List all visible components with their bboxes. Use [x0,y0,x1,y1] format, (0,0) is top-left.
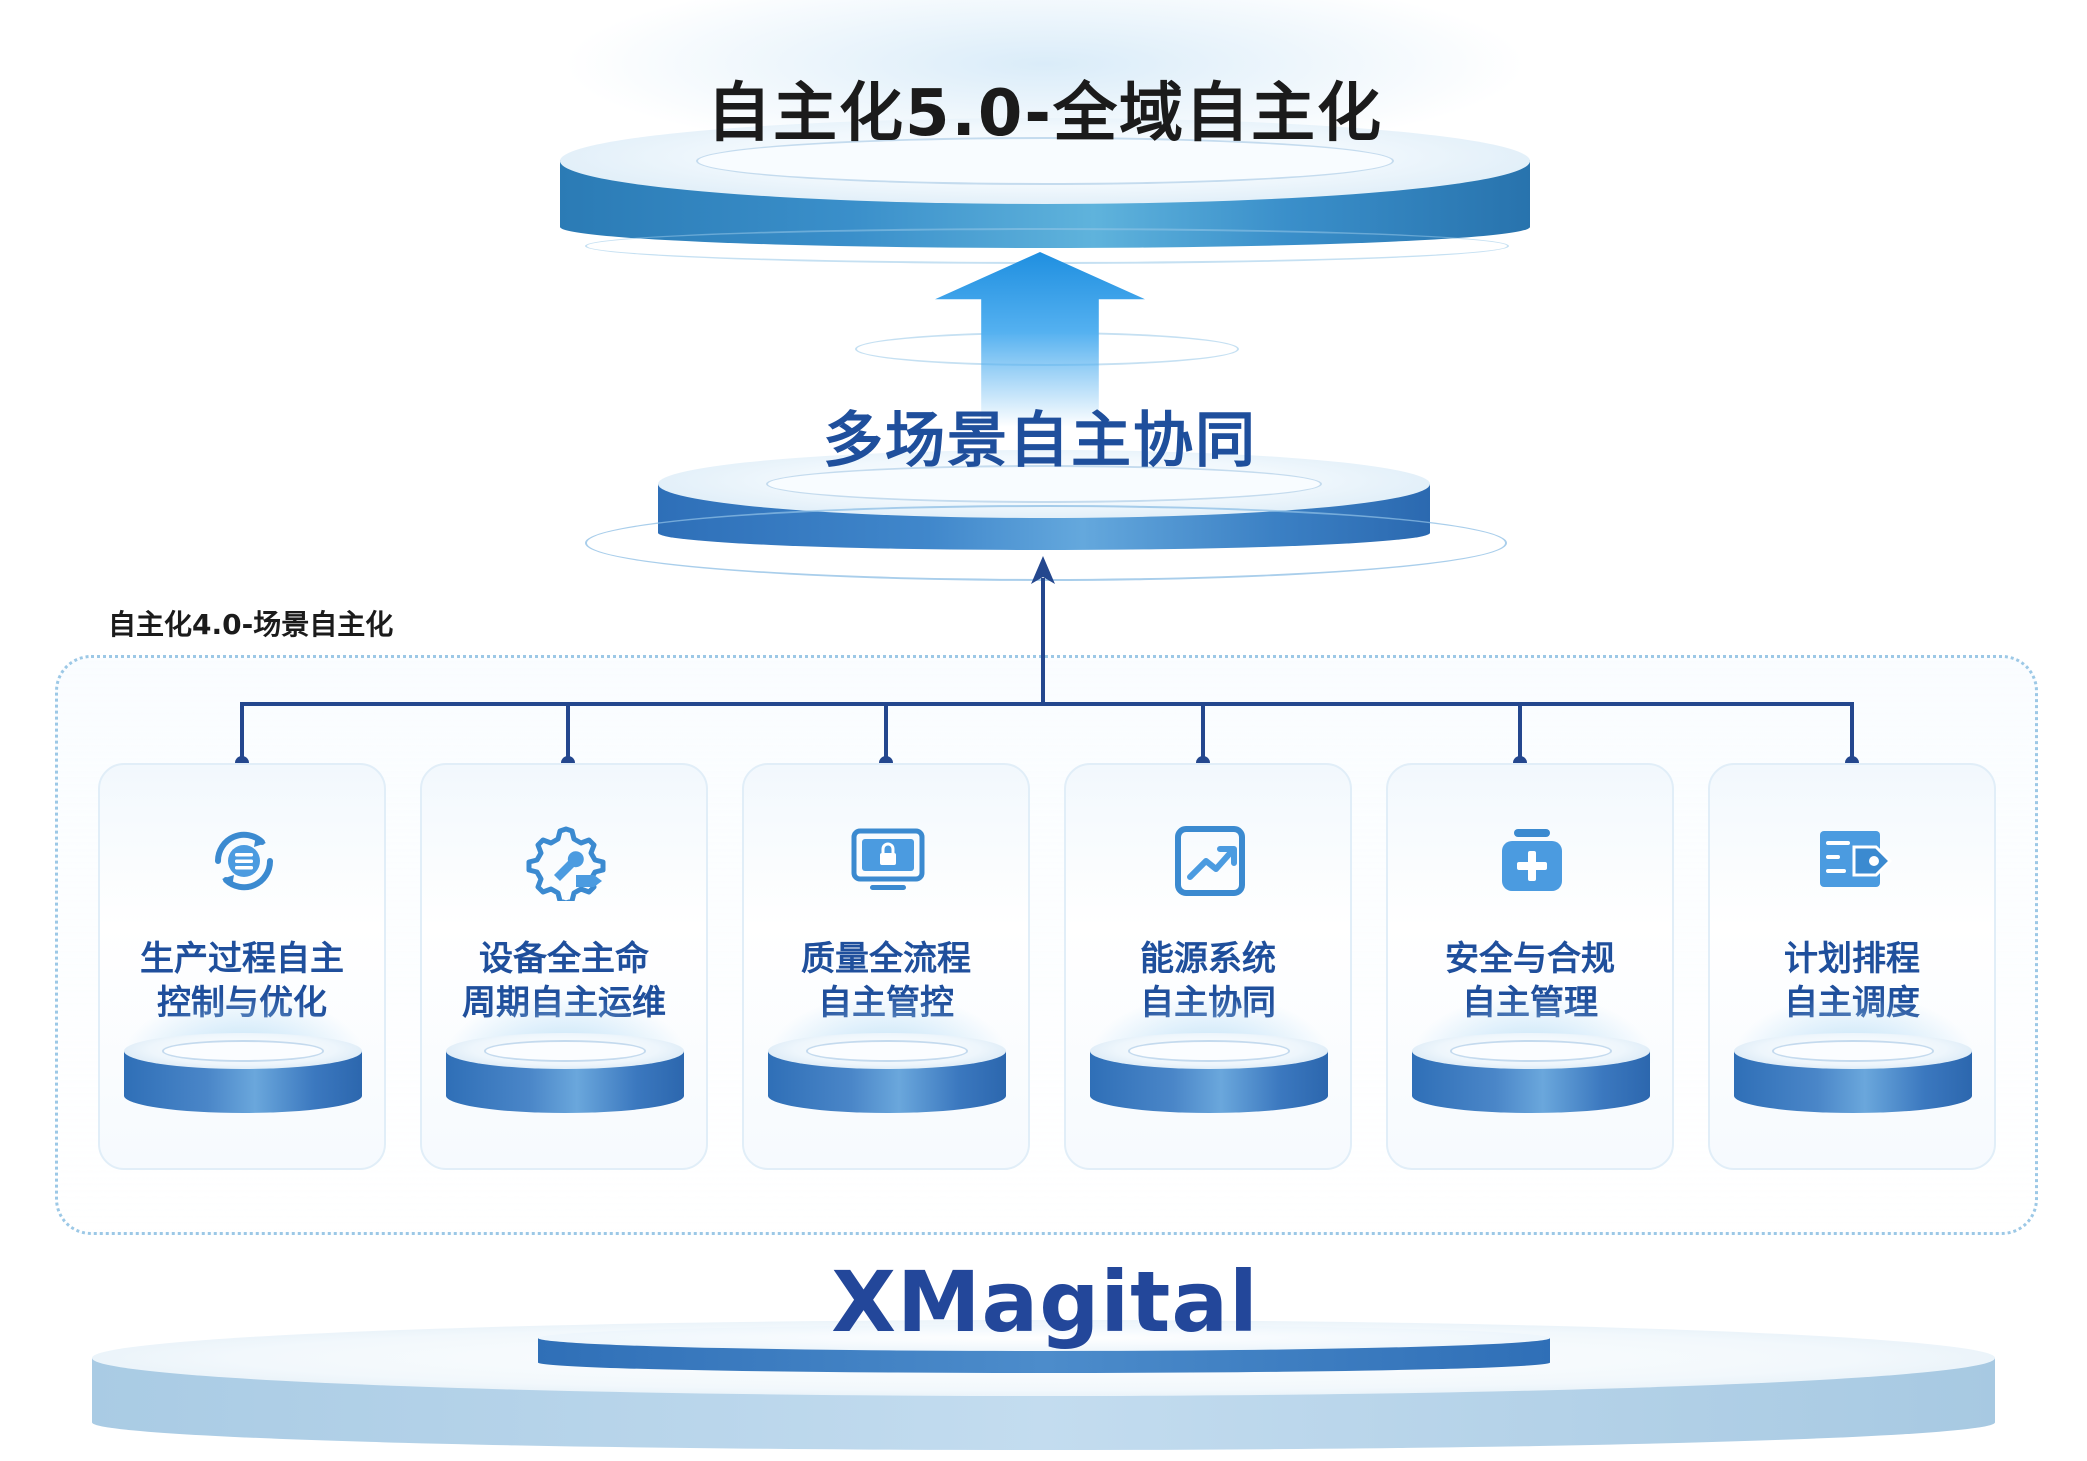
schedule-tag-icon [1820,831,1893,887]
refresh-list-icon [214,831,274,891]
connector-bus [240,702,1854,706]
monitor-lock-icon [851,828,925,890]
brand-logo-text: XMagital [831,1253,1259,1351]
card-label-line1: 计划排程 [1784,939,1920,979]
medical-kit-icon [1502,829,1562,891]
card-label-line1: 设备全主命 [479,939,649,979]
connector-drop [1518,702,1522,764]
section-label: 自主化4.0-场景自主化 [108,608,394,641]
connector-drop [884,702,888,764]
scenario-card-production: 生产过程自主 控制与优化 [98,763,386,1170]
connector-drop [1850,702,1854,764]
scenario-card-planning: 计划排程 自主调度 [1708,763,1996,1170]
scenario-card-equipment: 设备全主命 周期自主运维 [420,763,708,1170]
top-platform [560,118,1530,248]
scenario-card-safety: 安全与合规 自主管理 [1386,763,1674,1170]
card-label-line1: 质量全流程 [801,939,971,979]
brand-platform [538,1325,1550,1373]
connector-drop [1201,702,1205,764]
connector-drop [240,702,244,764]
card-pedestal [768,1033,1006,1113]
top-title: 自主化5.0-全域自主化 [707,77,1383,151]
scenario-card-quality: 质量全流程 自主管控 [742,763,1030,1170]
trend-chart-icon [1175,826,1245,896]
card-pedestal [446,1033,684,1113]
card-label: 能源系统 自主协同 [1066,937,1350,1025]
card-pedestal [1090,1033,1328,1113]
card-pedestal [124,1033,362,1113]
card-label-line1: 生产过程自主 [140,939,344,979]
gear-wrench-icon [526,826,606,901]
card-pedestal [1734,1033,1972,1113]
mid-ring [585,505,1507,581]
connector-drop [566,702,570,764]
card-label-line1: 能源系统 [1140,939,1276,979]
card-pedestal [1412,1033,1650,1113]
mid-title: 多场景自主协同 [823,406,1257,476]
connector-trunk [1041,578,1045,704]
scenario-card-energy: 能源系统 自主协同 [1064,763,1352,1170]
card-label-line1: 安全与合规 [1445,939,1615,979]
